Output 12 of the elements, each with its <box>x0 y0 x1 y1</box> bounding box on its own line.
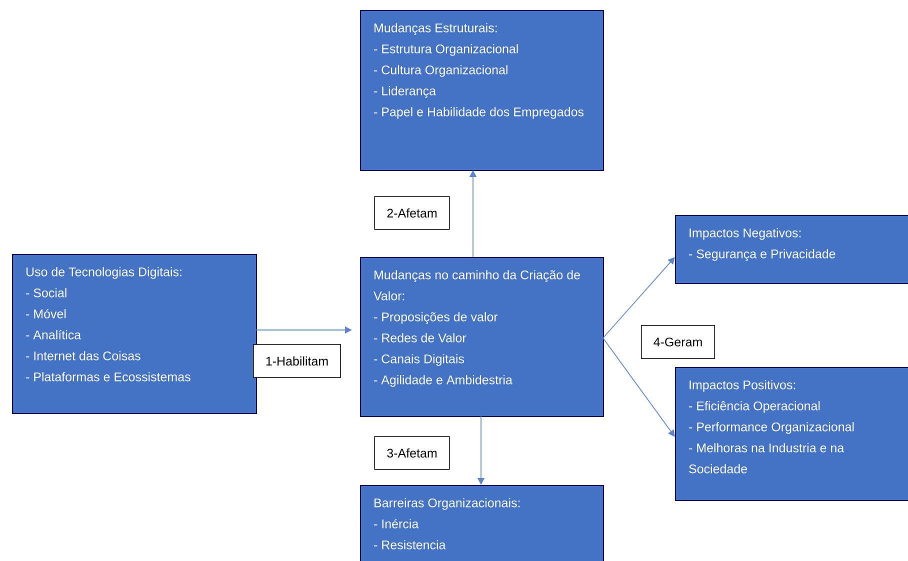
text-box: Barreiras Organizacionais: - Inércia - Resistencia <box>360 485 604 561</box>
edge-label: 1-Habilitam <box>253 344 342 378</box>
text-box: Impactos Positivos: - Eficiência Operacional - Performance Organizacional - Melhoras na Industria e na Sociedade <box>675 367 908 501</box>
text-box: Impactos Negativos: - Segurança e Privacidade <box>675 215 908 284</box>
edge-label: 3-Afetam <box>374 436 450 470</box>
text-box: Mudanças no caminho da Criação de Valor: - Proposições de valor - Redes de Valor - Canais Digitais - Agilidade e Ambidestria <box>360 257 604 417</box>
text-box: Mudanças Estruturais: - Estrutura Organizacional - Cultura Organizacional - Liderança - Papel e Habilidade dos Empregados <box>360 10 604 171</box>
text-box: Uso de Tecnologias Digitais: - Social - Móvel - Analítica - Internet das Coisas - Plataformas e Ecossistemas <box>12 254 257 414</box>
edge-label: 4-Geram <box>640 325 716 359</box>
arrow <box>602 338 675 437</box>
arrow <box>602 257 675 338</box>
edge-label: 2-Afetam <box>374 196 450 230</box>
